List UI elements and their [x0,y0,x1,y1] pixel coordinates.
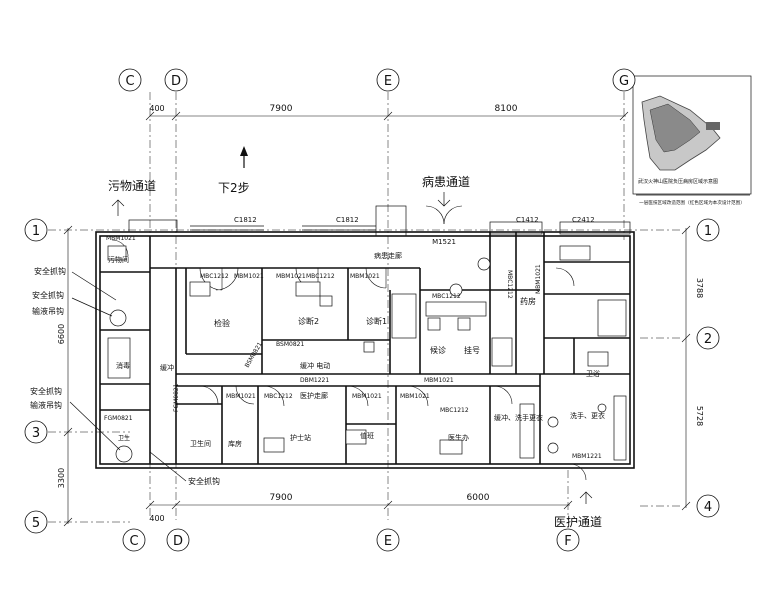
room-nurse-office: 护士站 [290,433,311,442]
door-c1812-b: C1812 [336,216,359,224]
axis-top-d: D [171,74,181,89]
room-consult2: 诊断2 [298,316,319,326]
passage-patient: 病患通道 [422,174,470,189]
axis-bubbles: C D E G C D E F 1 3 5 1 2 4 [24,68,720,552]
door-mbm1021-a: MBM1021 [106,235,136,242]
passage-medical: 医护通道 [554,515,602,529]
room-wash-change: 洗手、更衣 [570,411,605,420]
key-plan-subcaption: 一层医技区域改造范围（红色区域为本次设计范围） [639,199,745,206]
dim-right-5728: 5728 [695,406,704,426]
door-fgm0821-a: FGM0821 [104,415,133,422]
dim-top-8100: 8100 [495,104,518,114]
key-plan-caption: 武汉火神山医院负压病房区域示意图 [638,178,718,185]
room-waiting: 候诊 [430,345,446,355]
label-infusion-hook-1: 输液吊钩 [32,306,64,316]
door-mbc1212-a: MBC1212 [200,273,229,280]
windows [190,225,376,231]
label-safety-hook-3: 安全抓钩 [30,386,62,396]
room-duty: 值班 [360,431,374,440]
dim-left-6600: 6600 [57,324,66,344]
room-buffer-elec: 缓冲 电动 [300,361,330,370]
door-mbm1021-d: MBM1021 [350,273,380,280]
door-mbm1021-c: MBM1021 [276,273,306,280]
axis-left-1: 1 [32,224,40,239]
room-pharmacy: 药房 [520,296,536,306]
axis-bottom-d: D [173,534,183,549]
room-toilet: 卫生间 [190,439,211,448]
room-bathroom: 卫浴 [586,369,600,378]
door-m1521: M1521 [432,238,456,246]
room-registration: 挂号 [464,345,480,355]
door-mbc1212-c: MBC1212 [432,293,461,300]
fixtures [107,245,627,463]
door-c2412: C2412 [572,216,595,224]
room-labels: 污物间 检验 诊断2 诊断1 病患走廊 药房 候诊 挂号 缓冲 消毒 缓冲、洗手… [108,251,605,448]
label-safety-hook-1: 安全抓钩 [34,266,66,276]
room-dirty: 污物间 [108,255,129,264]
axis-bottom-c: C [129,534,138,549]
dim-top-7900: 7900 [270,104,293,114]
room-doctor-office: 医生办 [448,433,469,442]
room-inspection: 检验 [214,318,230,328]
door-mbm1021-h: MBM1021 [352,393,382,400]
door-mbm1021-g: MBM1021 [226,393,256,400]
key-plan: 武汉火神山医院负压病房区域示意图 一层医技区域改造范围（红色区域为本次设计范围） [632,75,752,206]
door-bsm0821-b: BSM0821 [276,341,304,348]
dim-bottom-400: 400 [149,514,164,523]
door-mbc1212-d: MBC1212 [264,393,293,400]
axis-right-2: 2 [704,332,712,347]
door-bsm0821-a: BSM0821 [244,341,264,369]
room-medical-corridor: 医护走廊 [300,391,328,400]
door-mbm1021-b: MBM1021 [234,273,264,280]
axis-top-c: C [125,74,134,89]
axis-bottom-e: E [384,534,392,549]
axis-right-4: 4 [704,500,712,515]
door-swings [111,205,587,481]
axis-right-1: 1 [704,224,712,239]
door-mbc1212-f: MBC1212 [506,270,513,299]
label-safety-hook-4: 安全抓钩 [188,476,220,486]
room-buffer-wash: 缓冲、洗手更衣 [494,413,543,422]
room-disinfect: 消毒 [116,361,130,370]
dim-top-400: 400 [149,104,164,113]
passages: 污物通道 病患通道 医护通道 下2步 [108,146,602,529]
passage-down-stairs: 下2步 [218,181,250,195]
door-mbm1021-f: MBM1021 [424,377,454,384]
door-mbm1021-e: MBM1021 [535,264,542,294]
room-storage: 库房 [228,439,242,448]
dim-left-3300: 3300 [57,468,66,488]
door-dbm1221: DBM1221 [300,377,329,384]
door-codes: MBM1021 MBC1212 MBM1021 MBC1212 MBM1021 … [104,216,602,460]
dim-bottom-7900: 7900 [270,493,293,503]
door-c1812-a: C1812 [234,216,257,224]
interior-walls [100,232,630,464]
door-fgm0821-b: FGM0821 [173,383,180,412]
door-mbc1212-b: MBC1212 [306,273,335,280]
axis-bottom-f: F [564,534,571,549]
room-buffer: 缓冲 [160,363,174,372]
door-mbc1212-e: MBC1212 [440,407,469,414]
door-c1412: C1412 [516,216,539,224]
axis-left-5: 5 [32,516,40,531]
door-mbm1221: MBM1221 [572,453,602,460]
label-safety-hook-2: 安全抓钩 [32,290,64,300]
room-patient-corridor: 病患走廊 [374,251,402,260]
room-sanitary: 卫生 [118,434,130,442]
label-infusion-hook-2: 输液吊钩 [30,400,62,410]
door-mbm1021-i: MBM1021 [400,393,430,400]
dim-bottom-6000: 6000 [467,493,490,503]
axis-top-e: E [384,74,392,89]
passage-dirty: 污物通道 [108,179,156,193]
room-consult1: 诊断1 [366,316,387,326]
dimension-lines: 400 7900 8100 400 7900 6000 6600 3300 37… [57,104,704,527]
axis-top-g: G [619,74,629,89]
axis-left-3: 3 [32,426,40,441]
dim-right-3788: 3788 [695,278,704,298]
exterior-walls [95,205,635,469]
annotation-labels: 安全抓钩 安全抓钩 输液吊钩 安全抓钩 输液吊钩 安全抓钩 [30,266,220,486]
